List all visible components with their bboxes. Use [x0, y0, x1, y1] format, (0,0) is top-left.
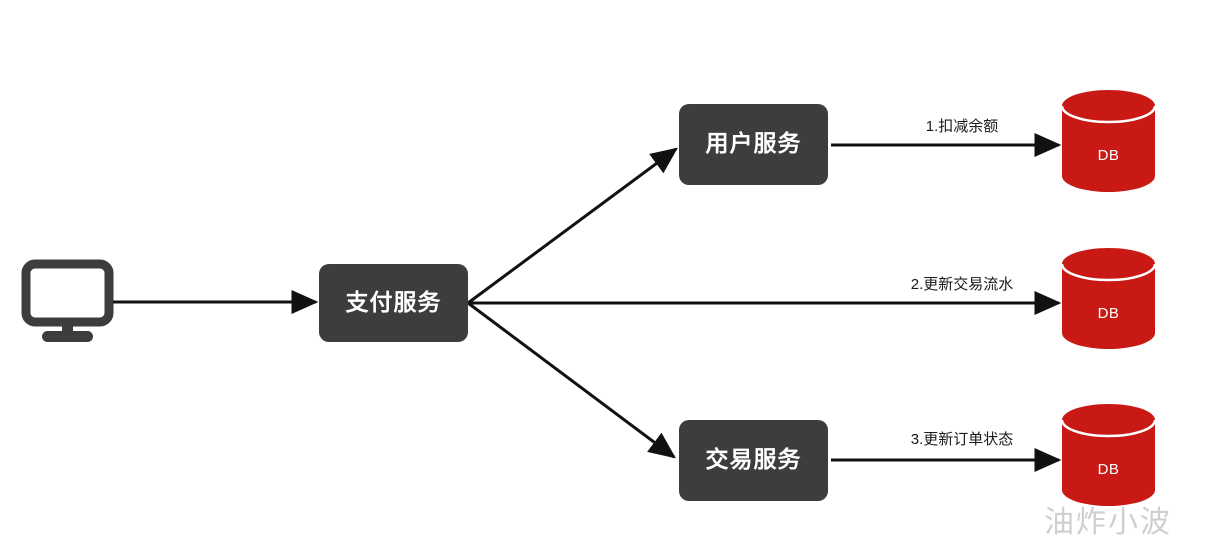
- edge-label-trade-to-db: 3.更新订单状态: [911, 431, 1014, 448]
- edge-payment-to-user: [467, 147, 678, 305]
- edge-label-payment-to-db-trade-flow: 2.更新交易流水: [911, 275, 1014, 293]
- node-db-trade-flow[interactable]: DB: [1060, 248, 1157, 349]
- node-db-order[interactable]: DB: [1060, 404, 1157, 506]
- node-db-user-label: DB: [1098, 147, 1120, 164]
- node-user-service[interactable]: 用户服务: [679, 104, 828, 185]
- watermark: 油炸小波: [1044, 505, 1172, 540]
- edge-label-user-to-db: 1.扣减余额: [926, 117, 999, 135]
- node-trade-service[interactable]: 交易服务: [679, 420, 828, 501]
- node-db-trade-flow-label: DB: [1098, 305, 1120, 322]
- node-trade-service-label: 交易服务: [706, 446, 802, 472]
- edge-payment-to-trade: [467, 301, 676, 459]
- monitor-icon: [21, 259, 114, 342]
- node-db-user[interactable]: DB: [1060, 90, 1157, 192]
- node-payment-service-label: 支付服务: [345, 289, 442, 315]
- node-payment-service[interactable]: 支付服务: [319, 264, 468, 342]
- node-db-order-label: DB: [1098, 461, 1120, 478]
- node-user-service-label: 用户服务: [706, 130, 802, 156]
